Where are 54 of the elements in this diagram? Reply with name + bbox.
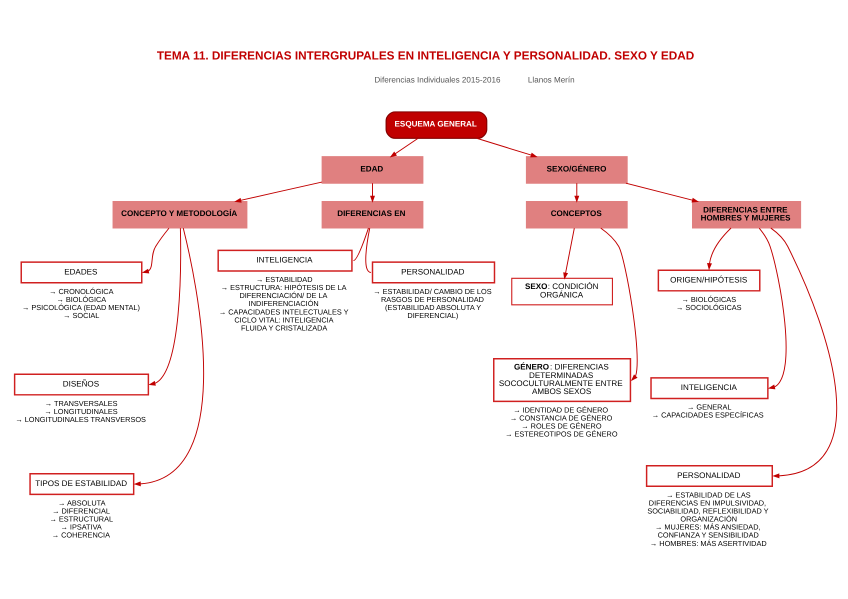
node-label: → ESTABILIDAD/ CAMBIO DE LOS RASGOS DE PERSONALIDAD (ESTABILIDAD ABSOLUTA Y DIFERENCIAL) <box>373 286 492 320</box>
arrow <box>234 181 322 202</box>
arrow <box>758 227 787 389</box>
arrow <box>134 227 204 486</box>
node-label: → PSICOLÓGICA (EDAD MENTAL) <box>22 302 140 312</box>
arrow <box>476 137 538 157</box>
node-label: → BIOLÓGICA <box>56 294 106 304</box>
node-label: → BIOLÓGICAS <box>682 294 736 304</box>
node-box: DIFERENCIAS ENTRE HOMBRES Y MUJERES <box>692 200 802 228</box>
node-label: → HOMBRES: MÁS ASERTIVIDAD <box>650 538 767 548</box>
node-label: → ESTABILIDAD <box>256 274 312 284</box>
node-label: → CAPACIDADES ESPECÍFICAS <box>652 410 764 420</box>
arrow <box>148 227 182 386</box>
arrow <box>770 227 838 478</box>
connector <box>352 227 369 261</box>
arrow <box>370 182 375 202</box>
node-label: → COHERENCIA <box>52 530 110 540</box>
node-box: EDAD <box>322 156 424 184</box>
node-box: SEXO: CONDICIÓN ORGÁNICA <box>511 277 613 305</box>
node-label: → LONGITUDINALES <box>44 406 118 416</box>
label: Diferencias Individuales 2015-2016 <box>374 74 501 84</box>
connector <box>365 227 372 272</box>
arrow <box>574 182 580 202</box>
node-box: DIFERENCIAS EN <box>322 200 424 228</box>
node-label: → CRONOLÓGICA <box>49 286 114 296</box>
node-label: → ESTABILIDAD DE LAS DIFERENCIAS EN IMPULSIVIDAD, SOCIABILIDAD, REFLEXIBILIDAD Y ORGANIZACIÓN <box>647 490 769 524</box>
node-label: → CAPACIDADES INTELECTUALES Y CICLO VITAL: INTELIGENCIA FLUIDA Y CRISTALIZADA <box>218 306 349 332</box>
node-label: → DIFERENCIAL <box>52 506 110 515</box>
arrow <box>600 227 638 381</box>
node-label: → ESTRUCTURAL <box>50 514 114 524</box>
node-label: → CONSTANCIA DE GÉNERO <box>510 413 612 422</box>
node-box: CONCEPTO Y METODOLOGÍA <box>112 200 248 228</box>
node-label: → LONGITUDINALES TRANSVERSOS <box>15 414 146 424</box>
arrow <box>390 137 418 157</box>
node-label: → SOCIAL <box>63 310 100 320</box>
node-label: → ESTRUCTURA: HIPÓTESIS DE LA DIFERENCIACIÓN/ DE LA INDIFERENCIACIÓN <box>220 282 347 308</box>
arrow <box>707 227 732 270</box>
node-label: → ABSOLUTA <box>58 498 106 507</box>
arrow <box>563 227 575 280</box>
node-box: CONCEPTOS <box>526 200 628 228</box>
label: Llanos Merín <box>528 74 575 84</box>
node-label: → MUJERES: MÁS ANSIEDAD, CONFIANZA Y SENSIBILIDAD <box>655 522 761 540</box>
node-label: → SOCIOLÓGICAS <box>676 302 742 312</box>
node-label: → TRANSVERSALES <box>44 398 118 408</box>
arrow <box>142 227 170 273</box>
diagram-title: TEMA 11. DIFERENCIAS INTERGRUPALES EN INTELIGENCIA Y PERSONALIDAD. SEXO Y EDAD <box>156 49 694 62</box>
node-label: → GENERAL <box>687 402 732 411</box>
node-label: → IDENTIDAD DE GÉNERO <box>513 404 608 414</box>
node-label: → ESTEREOTIPOS DE GÉNERO <box>505 429 618 438</box>
node-label: → ROLES DE GÉNERO <box>521 421 602 430</box>
arrow <box>625 182 699 202</box>
node-label: → IPSATIVA <box>60 522 102 532</box>
node-box: ESQUEMA GENERAL <box>386 110 488 138</box>
node-box: SEXO/GÉNERO <box>526 156 628 184</box>
